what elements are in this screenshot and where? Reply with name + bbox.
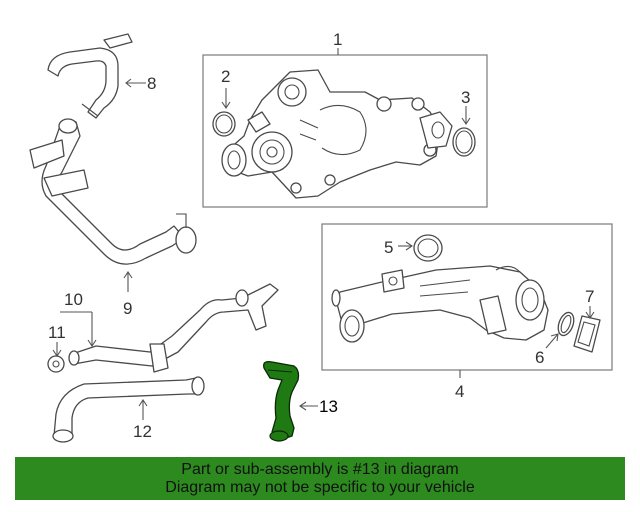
hose-12[interactable]	[52, 376, 205, 443]
seal-7[interactable]	[573, 315, 601, 353]
parts-diagram: 1 2 3 8	[29, 30, 613, 443]
callout-4: 4	[455, 382, 464, 401]
washer-11[interactable]	[47, 355, 65, 373]
callout-3: 3	[461, 88, 470, 107]
callout-9: 9	[123, 299, 132, 318]
callout-10: 10	[64, 290, 83, 309]
o-ring-6[interactable]	[555, 310, 576, 337]
info-banner: Part or sub-assembly is #13 in diagram D…	[15, 457, 625, 500]
pipe-10[interactable]	[68, 283, 279, 373]
callout-2: 2	[221, 67, 230, 86]
callout-1: 1	[333, 30, 342, 49]
banner-line-2: Diagram may not be specific to your vehi…	[165, 478, 475, 496]
hose-8[interactable]	[47, 33, 133, 119]
callout-5: 5	[384, 238, 393, 257]
callout-7: 7	[585, 287, 594, 306]
callout-8: 8	[147, 74, 156, 93]
callout-12: 12	[133, 422, 152, 441]
gasket-5[interactable]	[413, 234, 443, 262]
banner-line-1: Part or sub-assembly is #13 in diagram	[181, 460, 459, 478]
callout-6: 6	[535, 348, 544, 367]
pipe-9[interactable]	[29, 118, 197, 265]
gasket-2[interactable]	[212, 111, 236, 137]
callout-13: 13	[319, 397, 338, 416]
hose-13-highlighted[interactable]	[263, 360, 300, 442]
gasket-3[interactable]	[452, 127, 476, 157]
callout-11: 11	[48, 323, 66, 342]
thermostat-housing-part[interactable]	[331, 265, 549, 343]
water-pump-part[interactable]	[221, 69, 453, 199]
